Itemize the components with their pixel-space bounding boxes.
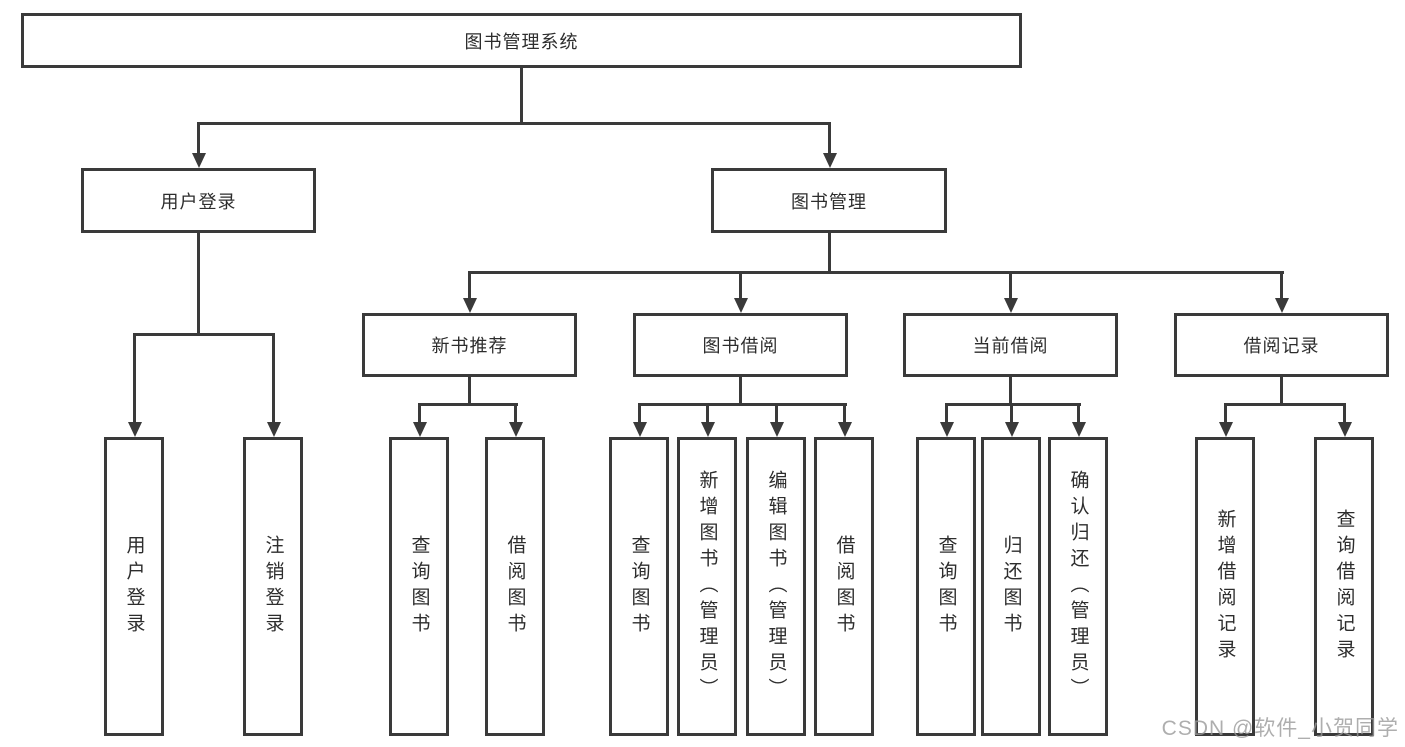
leaf-user-login: 用户登录 xyxy=(104,437,164,736)
connector-new-books-stem xyxy=(468,377,471,406)
leaf-label: 新增借阅记录 xyxy=(1214,508,1236,665)
leaf-current-return-books: 归还图书 xyxy=(981,437,1041,736)
connector-book-mgmt-stem xyxy=(828,233,831,274)
leaf-label: 查询图书 xyxy=(628,534,650,639)
node-new-book-recommendation: 新书推荐 xyxy=(362,313,577,377)
connector-level1-bus xyxy=(197,122,831,125)
leaf-logout: 注销登录 xyxy=(243,437,303,736)
leaf-label: 新增图书（管理员） xyxy=(696,469,718,704)
leaf-label: 注销登录 xyxy=(262,534,284,639)
leaf-label: 查询图书 xyxy=(408,534,430,639)
connector-arrow-borrow-edit xyxy=(775,403,778,422)
node-borrowing-records: 借阅记录 xyxy=(1174,313,1389,377)
connector-arrow-to-leaf-logout xyxy=(272,333,275,422)
connector-arrow-borrow-query xyxy=(638,403,641,422)
csdn-watermark: CSDN @软件_小贺同学 xyxy=(1161,717,1399,740)
connector-arrow-borrow-borrow xyxy=(843,403,846,422)
connector-arrow-newbooks-borrow xyxy=(514,403,517,422)
leaf-records-query-record: 查询借阅记录 xyxy=(1314,437,1374,736)
leaf-current-confirm-return-admin: 确认归还（管理员） xyxy=(1048,437,1108,736)
connector-records-stem xyxy=(1280,377,1283,406)
connector-arrow-newbooks-query xyxy=(418,403,421,422)
leaf-label: 借阅图书 xyxy=(833,534,855,639)
connector-arrow-current-query xyxy=(945,403,948,422)
connector-arrow-current-return xyxy=(1010,403,1013,422)
connector-arrow-to-new-books xyxy=(468,271,471,298)
leaf-borrow-edit-books-admin: 编辑图书（管理员） xyxy=(746,437,806,736)
connector-user-login-stem xyxy=(197,233,200,336)
connector-arrow-records-add xyxy=(1224,403,1227,422)
connector-arrow-records-query xyxy=(1343,403,1346,422)
connector-book-borrow-bus xyxy=(638,403,847,406)
node-library-management-system: 图书管理系统 xyxy=(21,13,1022,68)
connector-book-borrow-stem xyxy=(739,377,742,406)
leaf-label: 查询图书 xyxy=(935,534,957,639)
connector-records-bus xyxy=(1224,403,1346,406)
connector-arrow-to-book-borrow xyxy=(739,271,742,298)
leaf-newbooks-borrow-books: 借阅图书 xyxy=(485,437,545,736)
leaf-label: 确认归还（管理员） xyxy=(1067,469,1089,704)
connector-root-stem xyxy=(520,68,523,125)
connector-new-books-bus xyxy=(418,403,518,406)
connector-book-mgmt-bus xyxy=(468,271,1284,274)
connector-user-login-bus xyxy=(133,333,275,336)
node-user-login: 用户登录 xyxy=(81,168,316,233)
connector-current-bus xyxy=(945,403,1081,406)
connector-arrow-borrow-add xyxy=(706,403,709,422)
node-current-borrowing: 当前借阅 xyxy=(903,313,1118,377)
node-book-borrowing: 图书借阅 xyxy=(633,313,848,377)
connector-current-stem xyxy=(1009,377,1012,406)
leaf-label: 用户登录 xyxy=(123,534,145,639)
connector-arrow-to-current-borrow xyxy=(1009,271,1012,298)
leaf-label: 借阅图书 xyxy=(504,534,526,639)
connector-arrow-to-book-management xyxy=(828,122,831,153)
leaf-borrow-add-books-admin: 新增图书（管理员） xyxy=(677,437,737,736)
connector-arrow-to-user-login xyxy=(197,122,200,153)
connector-arrow-current-confirm xyxy=(1077,403,1080,422)
leaf-current-query-books: 查询图书 xyxy=(916,437,976,736)
connector-arrow-to-leaf-user-login xyxy=(133,333,136,422)
leaf-label: 编辑图书（管理员） xyxy=(765,469,787,704)
leaf-borrow-borrow-books: 借阅图书 xyxy=(814,437,874,736)
node-book-management: 图书管理 xyxy=(711,168,947,233)
leaf-label: 归还图书 xyxy=(1000,534,1022,639)
leaf-records-add-record: 新增借阅记录 xyxy=(1195,437,1255,736)
leaf-newbooks-query-books: 查询图书 xyxy=(389,437,449,736)
connector-arrow-to-borrow-records xyxy=(1280,271,1283,298)
leaf-label: 查询借阅记录 xyxy=(1333,508,1355,665)
leaf-borrow-query-books: 查询图书 xyxy=(609,437,669,736)
